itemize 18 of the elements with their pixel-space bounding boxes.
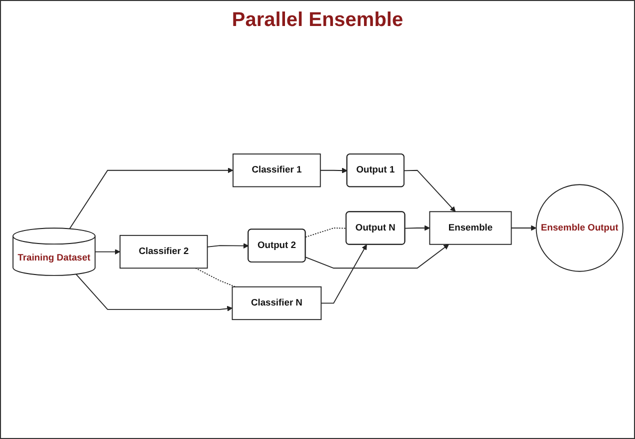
node-box: Classifier N — [231, 286, 322, 320]
node-circle: Ensemble Output — [535, 184, 623, 272]
arrow — [320, 244, 366, 304]
node-box: Classifier 1 — [232, 154, 320, 188]
arrow — [403, 170, 456, 212]
connector — [194, 268, 236, 288]
node-box: Ensemble — [428, 211, 512, 246]
diagram-title: Parallel Ensemble — [232, 9, 404, 32]
arrow — [68, 168, 233, 230]
connector — [304, 228, 346, 238]
arrow — [510, 226, 536, 231]
node-box: Classifier 2 — [119, 235, 208, 269]
arrow — [404, 226, 430, 231]
arrow — [206, 243, 248, 249]
arrow — [94, 249, 120, 255]
arrow — [304, 244, 449, 269]
arrow — [319, 168, 347, 174]
arrow — [75, 274, 232, 312]
